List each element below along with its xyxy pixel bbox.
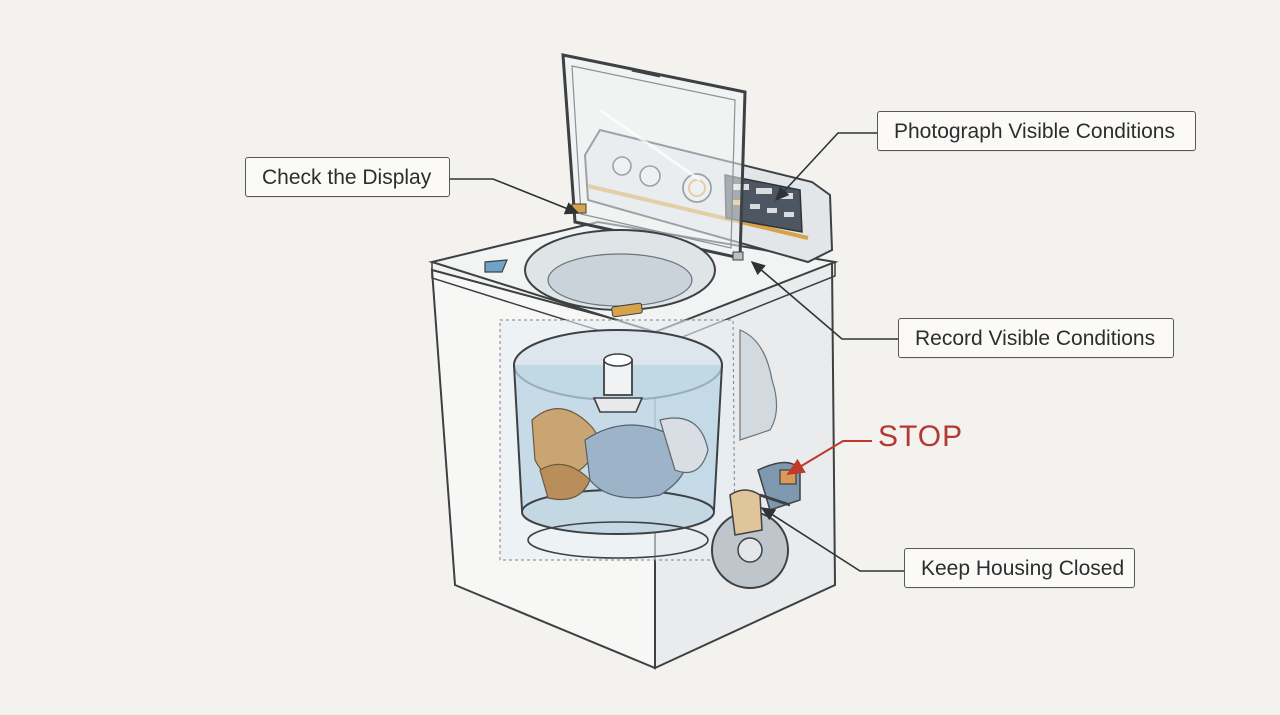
callout-record: Record Visible Conditions [898, 318, 1174, 358]
callout-keep-closed: Keep Housing Closed [904, 548, 1135, 588]
washer-lid [561, 53, 747, 261]
cutaway-drum [499, 319, 736, 561]
callout-check-display: Check the Display [245, 157, 450, 197]
callout-photograph: Photograph Visible Conditions [877, 111, 1196, 151]
stop-warning-label: STOP [878, 420, 964, 453]
leader-lines [450, 132, 904, 572]
stop-arrow [786, 440, 872, 476]
dispenser-icon [484, 259, 508, 273]
tub-opening [484, 229, 716, 318]
